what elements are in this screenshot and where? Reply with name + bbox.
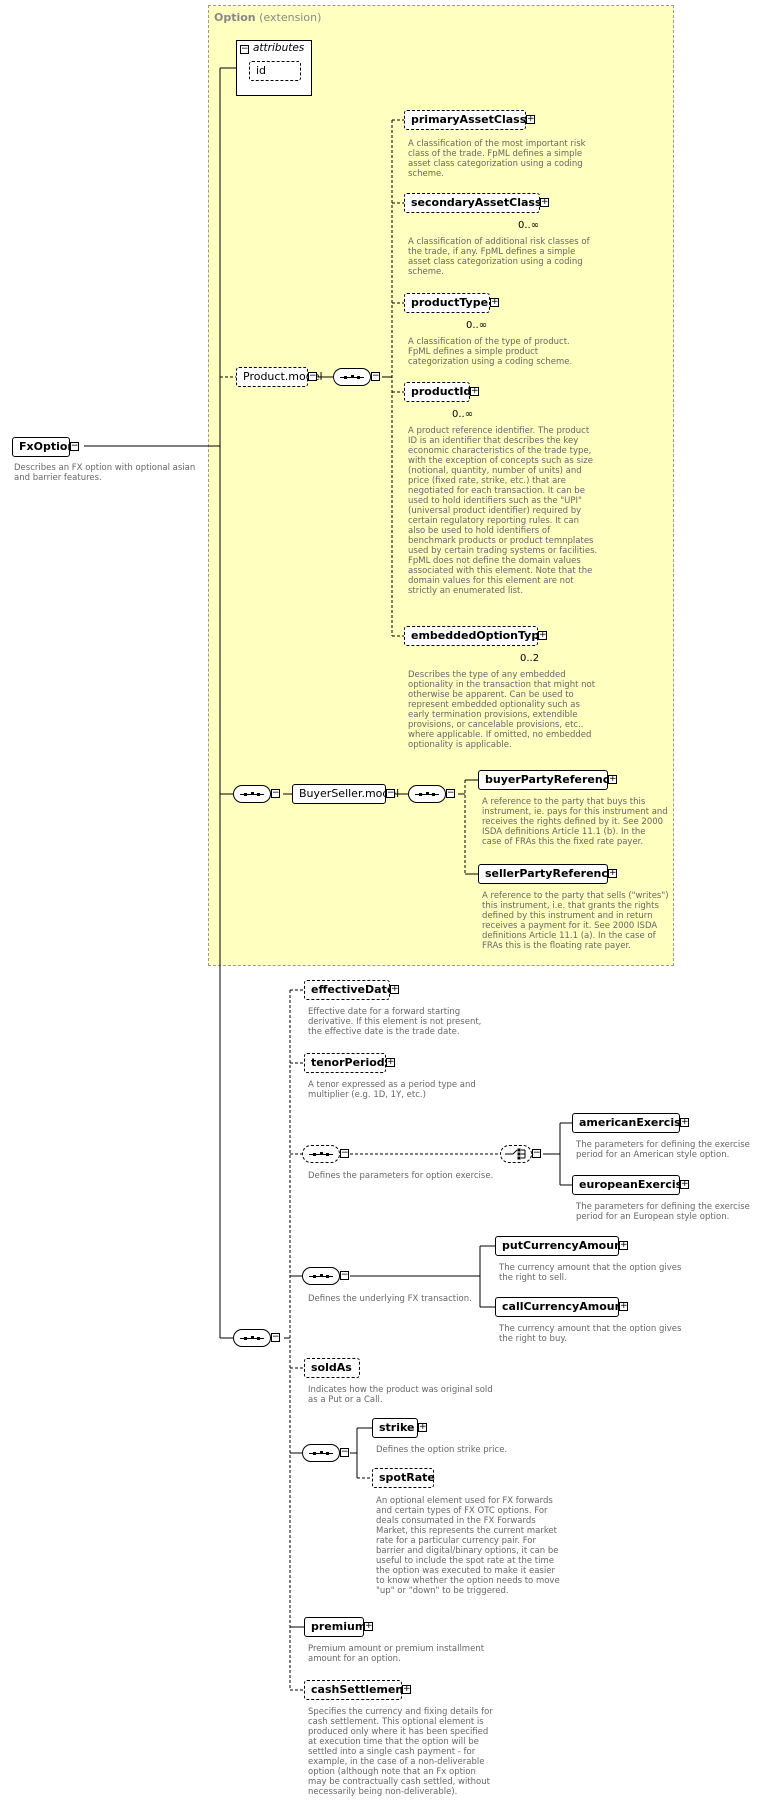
tenor-period-desc: A tenor expressed as a period type and m… xyxy=(308,1080,476,1100)
collapse-icon[interactable]: − xyxy=(371,371,380,381)
primary-asset-class-element[interactable]: primaryAssetClass xyxy=(404,110,526,130)
expand-icon[interactable]: + xyxy=(402,1684,411,1694)
buyer-party-reference-desc: A reference to the party that buys this … xyxy=(482,797,668,847)
expand-icon[interactable]: + xyxy=(386,1057,395,1067)
product-id-desc: A product reference identifier. The prod… xyxy=(408,426,598,596)
product-id-element[interactable]: productId xyxy=(404,382,471,402)
secondary-asset-class-element[interactable]: secondaryAssetClass xyxy=(404,193,542,213)
expand-icon[interactable]: + xyxy=(526,114,535,124)
collapse-icon[interactable]: − xyxy=(386,788,395,798)
fxoption-element[interactable]: FxOption xyxy=(12,437,75,457)
sequence-icon[interactable] xyxy=(333,368,371,386)
collapse-icon[interactable]: − xyxy=(446,788,455,798)
premium-element[interactable]: premium xyxy=(304,1617,366,1637)
extension-suffix: (extension) xyxy=(255,11,322,24)
occurrence-label: 0..∞ xyxy=(466,320,488,331)
option-extension-area xyxy=(208,5,674,966)
fx-sequence-desc: Defines the underlying FX transaction. xyxy=(308,1294,472,1304)
collapse-icon[interactable]: − xyxy=(271,1332,280,1342)
sold-as-element[interactable]: soldAs xyxy=(304,1358,360,1378)
strike-desc: Defines the option strike price. xyxy=(376,1445,508,1455)
primary-asset-class-desc: A classification of the most important r… xyxy=(408,139,586,179)
collapse-icon[interactable]: − xyxy=(308,371,317,381)
fxoption-desc: Describes an FX option with optional asi… xyxy=(14,463,196,483)
buyer-party-reference-element[interactable]: buyerPartyReference xyxy=(478,770,617,790)
expand-icon[interactable]: + xyxy=(470,386,479,396)
premium-desc: Premium amount or premium installment am… xyxy=(308,1644,485,1664)
sequence-icon[interactable] xyxy=(233,785,271,803)
sequence-icon[interactable] xyxy=(408,785,446,803)
expand-icon[interactable]: + xyxy=(608,868,617,878)
collapse-icon[interactable]: − xyxy=(240,44,249,54)
attributes-label: attributes xyxy=(253,42,305,54)
effective-date-desc: Effective date for a forward starting de… xyxy=(308,1007,482,1037)
expand-icon[interactable]: + xyxy=(364,1621,373,1631)
occurrence-label: 0..2 xyxy=(520,653,540,664)
exercise-sequence-desc: Defines the parameters for option exerci… xyxy=(308,1171,494,1181)
tenor-period-element[interactable]: tenorPeriod xyxy=(304,1053,386,1073)
effective-date-element[interactable]: effectiveDate xyxy=(304,980,394,1000)
product-type-element[interactable]: productType xyxy=(404,293,490,313)
collapse-icon[interactable]: − xyxy=(70,441,79,451)
extension-base-name: Option xyxy=(214,11,256,24)
put-currency-amount-element[interactable]: putCurrencyAmount xyxy=(495,1236,627,1256)
spot-rate-desc: An optional element used for FX forwards… xyxy=(376,1496,560,1596)
sequence-icon[interactable] xyxy=(302,1145,340,1163)
attributes-group: − attributes id xyxy=(236,40,312,96)
strike-element[interactable]: strike xyxy=(372,1418,418,1438)
product-model-group[interactable]: Product.model xyxy=(236,367,323,387)
occurrence-label: 0..∞ xyxy=(518,220,540,231)
secondary-asset-class-desc: A classification of additional risk clas… xyxy=(408,237,590,277)
collapse-icon[interactable]: − xyxy=(340,1447,349,1457)
collapse-icon[interactable]: − xyxy=(340,1148,349,1158)
expand-icon[interactable]: + xyxy=(390,984,399,994)
occurrence-label: 0..∞ xyxy=(452,409,474,420)
collapse-icon[interactable]: − xyxy=(340,1270,349,1280)
embedded-option-type-desc: Describes the type of any embedded optio… xyxy=(408,670,596,750)
expand-icon[interactable]: + xyxy=(538,630,547,640)
expand-icon[interactable]: + xyxy=(608,774,617,784)
call-currency-amount-desc: The currency amount that the option give… xyxy=(499,1324,682,1344)
extension-title: Option (extension) xyxy=(214,11,321,24)
put-currency-amount-desc: The currency amount that the option give… xyxy=(499,1263,682,1283)
product-type-desc: A classification of the type of product.… xyxy=(408,337,573,367)
embedded-option-type-element[interactable]: embeddedOptionType xyxy=(404,626,547,646)
seller-party-reference-desc: A reference to the party that sells ("wr… xyxy=(482,891,669,951)
collapse-icon[interactable]: − xyxy=(271,788,280,798)
expand-icon[interactable]: + xyxy=(490,297,499,307)
expand-icon[interactable]: + xyxy=(680,1117,689,1127)
european-exercise-element[interactable]: europeanExercise xyxy=(572,1175,690,1195)
buyer-seller-model-group[interactable]: BuyerSeller.model xyxy=(292,784,399,804)
cash-settlement-desc: Specifies the currency and fixing detail… xyxy=(308,1707,493,1797)
collapse-icon[interactable]: − xyxy=(532,1148,541,1158)
sequence-icon[interactable] xyxy=(233,1329,271,1347)
cash-settlement-element[interactable]: cashSettlement xyxy=(304,1680,408,1700)
choice-icon[interactable] xyxy=(500,1145,532,1163)
id-attribute[interactable]: id xyxy=(249,61,301,81)
call-currency-amount-element[interactable]: callCurrencyAmount xyxy=(495,1297,628,1317)
european-exercise-desc: The parameters for defining the exercise… xyxy=(576,1202,750,1222)
american-exercise-desc: The parameters for defining the exercise… xyxy=(576,1140,750,1160)
sold-as-desc: Indicates how the product was original s… xyxy=(308,1385,493,1405)
seller-party-reference-element[interactable]: sellerPartyReference xyxy=(478,864,615,884)
expand-icon[interactable]: + xyxy=(418,1422,427,1432)
expand-icon[interactable]: + xyxy=(619,1301,628,1311)
sequence-icon[interactable] xyxy=(302,1444,340,1462)
spot-rate-element[interactable]: spotRate xyxy=(372,1468,435,1488)
expand-icon[interactable]: + xyxy=(619,1240,628,1250)
sequence-icon[interactable] xyxy=(302,1267,340,1285)
expand-icon[interactable]: + xyxy=(540,197,549,207)
american-exercise-element[interactable]: americanExercise xyxy=(572,1113,688,1133)
expand-icon[interactable]: + xyxy=(680,1179,689,1189)
